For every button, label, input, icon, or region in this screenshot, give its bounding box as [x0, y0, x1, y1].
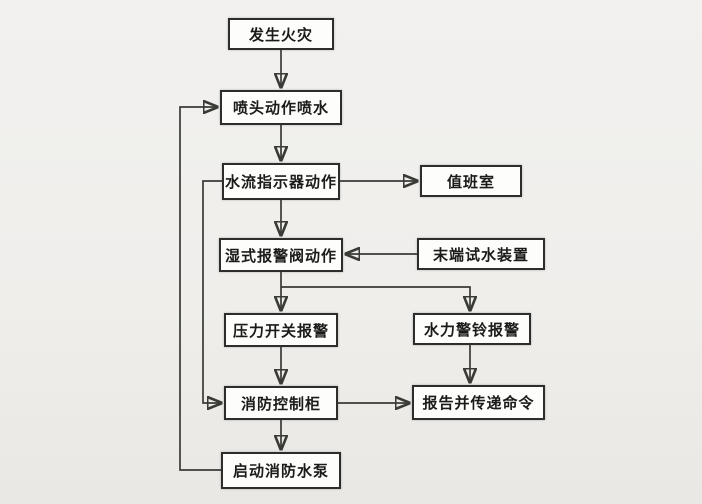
arrow-start-pump-to-sprinkler-feedback — [179, 107, 221, 471]
node-hydraulic-alarm-bell: 水力警铃报警 — [413, 313, 531, 345]
node-fire-occurs: 发生火灾 — [228, 18, 334, 50]
arrow-wet-valve-to-hydraulic-bell — [281, 286, 470, 310]
node-start-fire-pump: 启动消防水泵 — [221, 452, 341, 489]
node-fire-control-cabinet: 消防控制柜 — [224, 386, 338, 420]
node-report-and-relay-command: 报告并传递命令 — [412, 385, 545, 420]
node-wet-alarm-valve: 湿式报警阀动作 — [219, 238, 343, 272]
node-end-test-device: 末端试水装置 — [417, 238, 545, 270]
node-duty-room: 值班室 — [420, 165, 522, 197]
node-sprinkler-activates: 喷头动作喷水 — [220, 90, 342, 125]
node-pressure-switch-alarm: 压力开关报警 — [224, 313, 338, 347]
node-water-flow-indicator: 水流指示器动作 — [222, 163, 340, 200]
arrow-flow-indicator-to-control-cabinet — [202, 180, 222, 403]
